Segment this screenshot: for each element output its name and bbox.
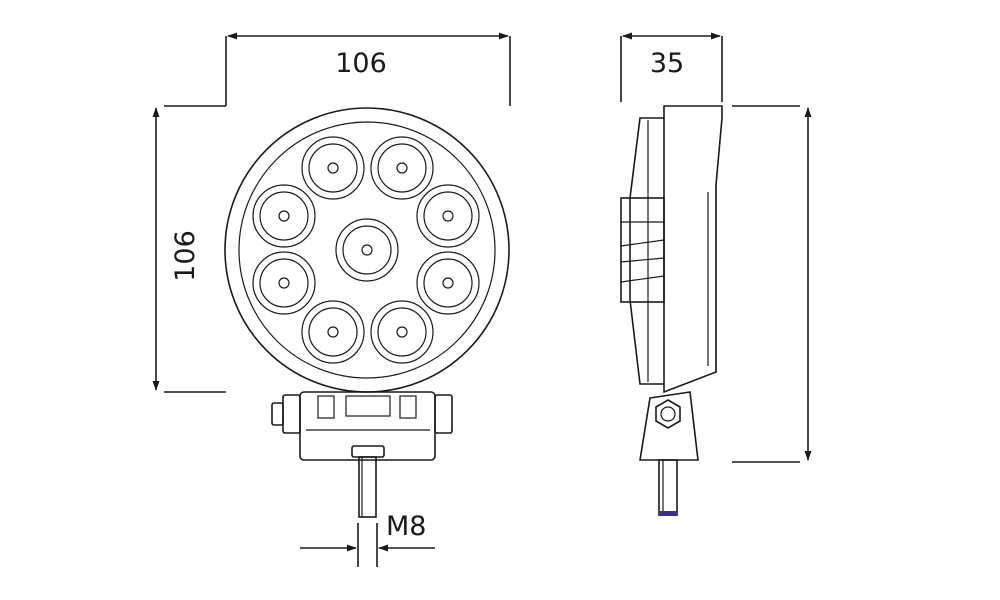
mounting-bracket [271,391,453,461]
led-lens [370,300,434,364]
front-width-label: 106 [335,48,387,79]
side-view: 35 [620,32,812,516]
mounting-bolt [358,456,377,518]
bolt-tip [659,511,677,516]
front-width-dimension: 106 [225,32,511,106]
led-array [252,136,480,364]
led-lens [301,136,365,200]
led-lens [370,136,434,200]
side-depth-dimension: 35 [620,32,723,102]
led-lens [335,218,399,282]
bolt-thread-label: M8 [386,511,426,542]
led-lens [301,300,365,364]
front-height-dimension: 106 [152,105,226,393]
front-view: 106 106 [152,32,511,567]
bolt-thread-dimension: M8 [300,511,435,567]
led-lens [416,184,480,248]
side-housing [620,105,723,394]
front-height-label: 106 [170,230,201,282]
led-lens [252,251,316,315]
hex-nut-icon [655,399,681,429]
led-lens [416,251,480,315]
side-bolt [658,459,678,516]
led-lens [252,184,316,248]
side-bracket [639,391,699,461]
housing-outer-ring [224,107,510,393]
side-height-dimension [732,105,812,463]
housing-inner-ring [238,121,496,379]
side-depth-label: 35 [650,48,684,79]
